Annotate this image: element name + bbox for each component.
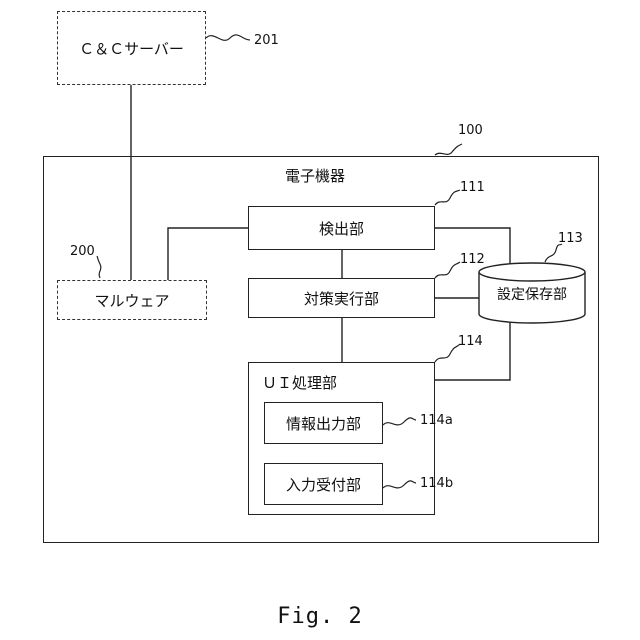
detector-box: 検出部 — [248, 206, 435, 250]
malware-ref: 200 — [70, 244, 95, 259]
settings-store-label: 設定保存部 — [478, 284, 586, 304]
detector-ref: 111 — [460, 180, 485, 195]
device-label: 電子機器 — [285, 165, 345, 186]
detector-label: 検出部 — [319, 218, 364, 239]
cc-server-box: Ｃ＆Ｃサーバー — [57, 11, 206, 85]
info-output-box: 情報出力部 — [264, 402, 383, 444]
countermeasure-box: 対策実行部 — [248, 278, 435, 318]
input-receiver-label: 入力受付部 — [286, 474, 361, 495]
info-output-label: 情報出力部 — [286, 413, 361, 434]
cc-server-label: Ｃ＆Ｃサーバー — [79, 38, 184, 59]
input-receiver-box: 入力受付部 — [264, 463, 383, 505]
malware-label: マルウェア — [94, 290, 169, 311]
device-ref: 100 — [458, 123, 483, 138]
malware-box: マルウェア — [57, 280, 207, 320]
cc-server-ref: 201 — [254, 33, 279, 48]
countermeasure-ref: 112 — [460, 252, 485, 267]
ui-processor-ref: 114 — [458, 334, 483, 349]
input-receiver-ref: 114b — [420, 476, 453, 491]
ui-processor-label: ＵＩ処理部 — [262, 372, 337, 393]
info-output-ref: 114a — [420, 413, 453, 428]
figure-caption: Fig. 2 — [0, 604, 640, 629]
countermeasure-label: 対策実行部 — [304, 288, 379, 309]
settings-store-ref: 113 — [558, 231, 583, 246]
